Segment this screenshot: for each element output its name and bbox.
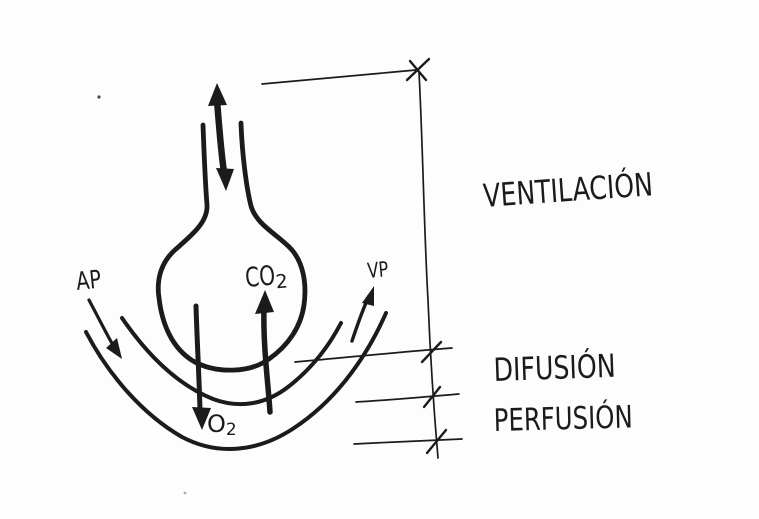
perfusion-label: PERFUSIÓN xyxy=(493,398,633,439)
ap-arrow-shaft xyxy=(87,298,116,349)
pulmonary-artery-label: AP xyxy=(75,265,103,296)
airflow-arrowhead-up xyxy=(208,83,227,106)
ap-arrow xyxy=(87,298,122,359)
airflow-arrow xyxy=(208,83,234,191)
o2-label-subscript: 2 xyxy=(226,420,237,440)
airflow-arrowhead-down xyxy=(216,168,234,191)
dimension-perfusion-bottom-tick xyxy=(425,428,448,455)
dimension-diffusion-bottom-line xyxy=(355,393,460,403)
dimension-top-line xyxy=(261,69,417,85)
dimension-vertical-line xyxy=(418,71,439,459)
co2-arrowhead xyxy=(255,290,274,314)
ventilation-label: VENTILACIÓN xyxy=(482,164,654,215)
co2-arrow xyxy=(255,290,274,415)
co2-label-subscript: 2 xyxy=(275,270,289,293)
co2-label: CO2 xyxy=(244,259,289,296)
dimension-perfusion-bottom-line xyxy=(353,438,463,445)
o2-label-main: O xyxy=(207,410,226,438)
co2-label-main: CO xyxy=(244,260,277,293)
co2-arrow-shaft xyxy=(261,306,273,415)
o2-arrowhead xyxy=(192,407,211,430)
pulmonary-vein-label: VP xyxy=(366,257,389,283)
ink-speck-bottom xyxy=(183,491,187,495)
capillary-outer-wall xyxy=(84,311,388,451)
o2-label: O2 xyxy=(207,410,237,440)
airflow-arrow-shaft xyxy=(213,96,228,176)
vp-arrowhead xyxy=(362,286,374,306)
dimension-lines xyxy=(261,57,463,459)
o2-arrow xyxy=(192,303,211,430)
dimension-diffusion-top-tick xyxy=(420,340,443,364)
vp-arrow xyxy=(350,286,374,343)
dimension-top-cross-tick xyxy=(405,57,431,82)
o2-arrow-shaft xyxy=(193,303,203,413)
ink-speck-top-left xyxy=(97,95,101,99)
dimension-diffusion-bottom-tick xyxy=(422,385,442,409)
ap-arrowhead xyxy=(106,338,122,359)
alveolus-outline xyxy=(155,120,308,373)
diffusion-label: DIFUSIÓN xyxy=(493,346,616,389)
